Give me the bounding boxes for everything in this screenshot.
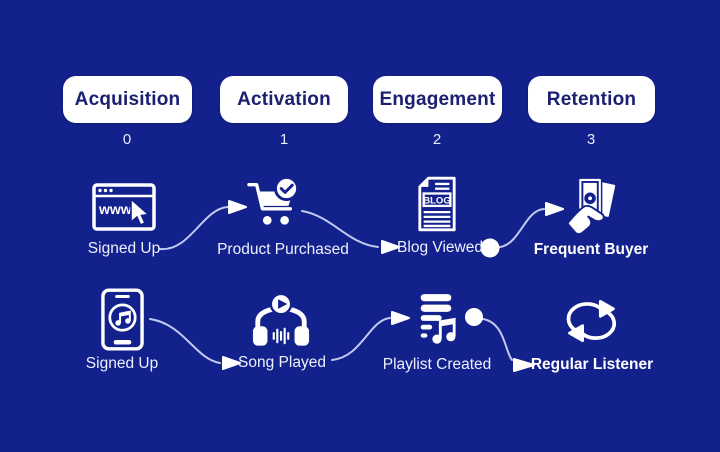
step-label-song-played: Song Played xyxy=(238,354,326,371)
step-label-regular-listener: Regular Listener xyxy=(530,356,654,373)
arrowhead-icon xyxy=(228,200,247,214)
connector-row2-2 xyxy=(331,317,391,361)
connector-row2-3 xyxy=(482,318,513,361)
stage-number: 3 xyxy=(586,131,596,148)
connector-row1-1 xyxy=(159,206,229,251)
svg-text:www: www xyxy=(98,201,132,217)
step-label-signed-up-web: Signed Up xyxy=(87,240,161,257)
step-label-product-purchased: Product Purchased xyxy=(217,241,349,258)
step-label-frequent-buyer: Frequent Buyer xyxy=(533,241,649,258)
stage-label: Acquisition xyxy=(74,88,181,110)
playlist-music-icon xyxy=(414,292,458,346)
arrowhead-icon xyxy=(513,358,535,372)
arrowhead-icon xyxy=(222,356,241,370)
svg-text:BLOG: BLOG xyxy=(423,196,451,207)
arrowhead-icon xyxy=(381,240,400,254)
arrowhead-icon xyxy=(545,202,564,216)
stage-pill-acquisition: Acquisition xyxy=(63,76,192,123)
stage-label: Engagement xyxy=(379,88,496,110)
stage-pill-activation: Activation xyxy=(220,76,348,123)
browser-www-icon: www xyxy=(92,183,156,231)
stage-number: 2 xyxy=(432,131,442,148)
connector-row1-3 xyxy=(499,208,545,248)
blog-document-icon: BLOG xyxy=(416,176,458,232)
money-hand-icon xyxy=(566,176,618,236)
step-label-signed-up-app: Signed Up xyxy=(85,355,159,372)
step-label-blog-viewed: Blog Viewed xyxy=(397,239,483,256)
node-dot-row2 xyxy=(465,308,483,326)
arrowhead-icon xyxy=(391,311,410,325)
step-label-playlist-created: Playlist Created xyxy=(382,356,492,373)
stage-number: 0 xyxy=(122,131,132,148)
connector-row2-1 xyxy=(149,318,221,364)
stage-pill-engagement: Engagement xyxy=(373,76,502,123)
stage-pill-retention: Retention xyxy=(528,76,655,123)
stage-number: 1 xyxy=(279,131,289,148)
stage-label: Activation xyxy=(237,88,331,110)
phone-music-icon xyxy=(100,287,145,352)
headphones-play-icon xyxy=(251,292,311,349)
repeat-arrows-icon xyxy=(563,296,619,346)
node-dot-row1 xyxy=(480,238,500,258)
stage-label: Retention xyxy=(546,88,637,110)
cart-check-icon xyxy=(247,176,301,229)
connector-row1-2 xyxy=(301,210,379,248)
